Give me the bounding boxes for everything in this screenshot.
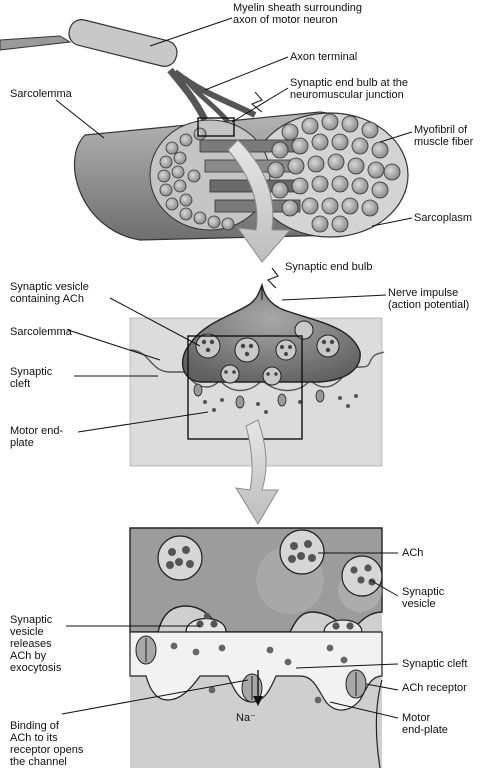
label-binding-ach: Binding of ACh to its receptor opens the…: [10, 720, 83, 768]
myofibril-end: [312, 216, 328, 232]
myofibril-end: [372, 182, 388, 198]
synaptic-vesicle: [235, 338, 259, 362]
myofibril-end: [222, 218, 234, 230]
myofibril-end: [332, 216, 348, 232]
ach-receptor: [194, 384, 202, 396]
myofibril-end: [272, 182, 288, 198]
label-nerve-impulse: Nerve impulse (action potential): [388, 287, 469, 311]
label-motor-end-plate-middle: Motor end- plate: [10, 425, 63, 449]
label-motor-end-plate-bottom: Motor end-plate: [402, 712, 448, 736]
myofibril-end: [272, 142, 288, 158]
axon-segment: [0, 36, 70, 50]
myofibril-end: [308, 156, 324, 172]
synaptic-vesicle: [158, 536, 202, 580]
label-sarcolemma-top: Sarcolemma: [10, 88, 72, 100]
myofibril-end: [180, 134, 192, 146]
myofibril-end: [172, 166, 184, 178]
myofibril-end: [282, 200, 298, 216]
myofibril-end: [368, 162, 384, 178]
myofibril-end: [302, 118, 318, 134]
myofibril-end: [158, 170, 170, 182]
myofibril-end: [194, 212, 206, 224]
synaptic-vesicle: [221, 365, 239, 383]
myofibril-end: [174, 152, 186, 164]
myofibril-end: [160, 184, 172, 196]
label-myelin-sheath: Myelin sheath surrounding axon of motor …: [233, 2, 362, 26]
synaptic-vesicle: [342, 556, 382, 596]
myofibril-end: [188, 170, 200, 182]
myofibril-end: [322, 114, 338, 130]
myofibril-end: [288, 158, 304, 174]
myofibril-end: [282, 124, 298, 140]
label-sarcolemma-middle: Sarcolemma: [10, 326, 72, 338]
myofibril-end: [332, 134, 348, 150]
myofibril-end: [312, 176, 328, 192]
label-ach-receptor: ACh receptor: [402, 682, 467, 694]
myofibril-end: [348, 158, 364, 174]
ach-receptor: [236, 396, 244, 408]
myofibril-end: [292, 178, 308, 194]
myofibril-end: [362, 200, 378, 216]
label-synaptic-end-bulb-nmj: Synaptic end bulb at the neuromuscular j…: [290, 77, 408, 101]
myofibril-end: [332, 176, 348, 192]
myofibril-end: [268, 162, 284, 178]
synaptic-vesicle: [317, 335, 339, 357]
synapse-bottom-illustration: [130, 528, 382, 768]
label-axon-terminal: Axon terminal: [290, 51, 357, 63]
label-sarcoplasm: Sarcoplasm: [414, 212, 472, 224]
myofibril-end: [292, 138, 308, 154]
myofibril-end: [328, 154, 344, 170]
label-na-ion: Na⁻: [236, 712, 256, 724]
myofibril-end: [166, 142, 178, 154]
label-synaptic-vesicle: Synaptic vesicle: [402, 586, 444, 610]
synaptic-vesicle: [263, 367, 281, 385]
myofibril-end: [194, 128, 206, 140]
label-ach: ACh: [402, 547, 423, 559]
ach-receptor: [316, 390, 324, 402]
myofibril-end: [302, 198, 318, 214]
label-synaptic-vesicle-ach: Synaptic vesicle containing ACh: [10, 281, 89, 305]
myofibril-end: [180, 208, 192, 220]
impulse-zigzag-icon: [268, 268, 278, 288]
myofibril-end: [362, 122, 378, 138]
label-synaptic-cleft-middle: Synaptic cleft: [10, 366, 52, 390]
myofibril-end: [312, 134, 328, 150]
myofibril-end: [174, 180, 186, 192]
ach-receptor: [278, 394, 286, 406]
myofibril-end: [322, 198, 338, 214]
myofibril-end: [372, 142, 388, 158]
label-synaptic-cleft-bottom: Synaptic cleft: [402, 658, 467, 670]
myofibril-end: [384, 164, 400, 180]
myofibril-end: [166, 198, 178, 210]
myofibril-end: [160, 156, 172, 168]
myofibril-end: [352, 138, 368, 154]
myofibril-end: [342, 116, 358, 132]
label-myofibril: Myofibril of muscle fiber: [414, 124, 473, 148]
myofibril-end: [342, 198, 358, 214]
label-vesicle-releases-ach: Synaptic vesicle releases ACh by exocyto…: [10, 614, 61, 674]
synaptic-vesicle: [276, 340, 296, 360]
myelin-sheath: [66, 17, 179, 69]
label-synaptic-end-bulb: Synaptic end bulb: [285, 261, 372, 273]
myofibril-end: [208, 216, 220, 228]
synaptic-vesicle: [280, 530, 324, 574]
myofibril-end: [352, 178, 368, 194]
myofibril-end: [180, 194, 192, 206]
